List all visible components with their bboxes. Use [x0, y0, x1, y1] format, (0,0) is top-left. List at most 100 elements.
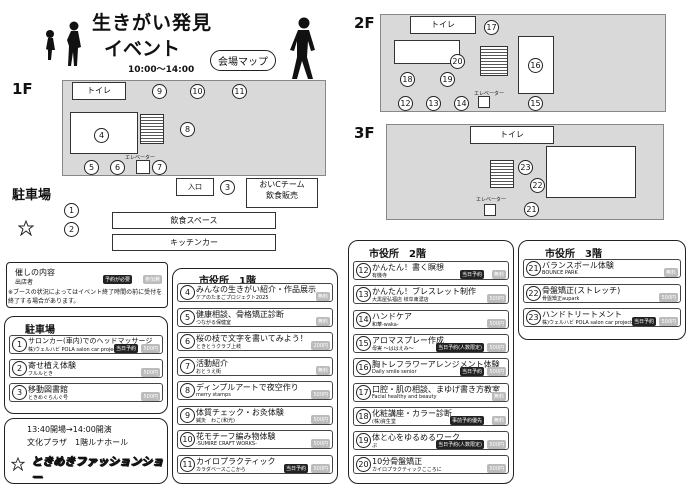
- fee-badge: 500円: [487, 342, 506, 352]
- fee-badge: 無料: [315, 365, 330, 375]
- reserve-badge: 当日予約: [631, 317, 656, 326]
- item-vendor: つながる保健室: [196, 319, 232, 326]
- booth-7: 7: [152, 160, 167, 175]
- item-title: 胸トレフラワーアレンジメント体験: [372, 360, 500, 370]
- item-title: 化粧講座・カラー診断: [372, 408, 452, 418]
- booth-11: 11: [232, 84, 247, 99]
- toilet-2f: トイレ: [410, 16, 476, 34]
- reserve-badge: 当日予約: [459, 270, 484, 279]
- city-hall-3f-title: 市役所 3階: [545, 249, 602, 260]
- item-vendor: 母実 〜ははえみ〜: [372, 345, 414, 352]
- item-vendor: 和華-waka-: [372, 321, 399, 328]
- elevator-label-3f: エレベーター: [476, 197, 507, 203]
- item-vendor: カラダベースここから: [196, 466, 246, 473]
- item-title: 花モチーフ編み物体験: [196, 432, 276, 441]
- fee-badge: 500円: [659, 292, 678, 302]
- item-vendor: おとうえ街: [196, 368, 222, 375]
- fashion-show-logo: ときめきファッションショー: [31, 455, 164, 485]
- item-number: 16: [356, 360, 371, 376]
- toilet-3f: トイレ: [470, 126, 554, 144]
- floor-label-2f: 2F: [354, 14, 375, 32]
- item-number: 21: [526, 261, 541, 276]
- fee-badge: 500円: [487, 440, 506, 450]
- reserve-badge: 当日予約: [283, 463, 308, 473]
- food-stall: おいCチーム 飲食販売: [246, 178, 318, 208]
- item-title: 桜の枝で文字を書いてみよう！: [196, 334, 308, 343]
- item-number: 13: [356, 287, 371, 303]
- item-title: ディンプルアートで夜空作り: [196, 383, 299, 392]
- item-title: 骨盤矯正(ストレッチ): [542, 285, 621, 295]
- booth-19: 19: [440, 72, 455, 87]
- fashion-time: 13:40開場→14:00開演: [27, 425, 112, 434]
- item-vendor: Daily smile senior: [372, 369, 417, 376]
- item-title: 活動紹介: [196, 358, 228, 368]
- city-hall-1f-title: 市役所 1階: [199, 276, 256, 287]
- item-title: ハンドケア: [372, 311, 412, 321]
- booth-21: 21: [524, 202, 539, 217]
- item-vendor: -SUMIRE CRAFT WORKS-: [196, 441, 257, 447]
- fee-badge: 500円: [311, 439, 330, 448]
- legend-fee-badge: 参加費: [143, 275, 163, 284]
- item-title: みんなの生きがい紹介・作品展示: [196, 285, 316, 294]
- elevator-label-1f: エレベーター: [125, 155, 156, 161]
- item-number: 20: [356, 457, 371, 473]
- booth-12: 12: [398, 96, 413, 111]
- parking-spot-2: 2: [64, 222, 79, 237]
- parking-panel: 駐車場 1 サロンカー(車内)でのヘッドマッサージ 株)ウェルハビ POLA s…: [4, 316, 168, 414]
- title-line-1: 生きがい発見: [92, 12, 213, 34]
- item-title: サロンカー(車内)でのヘッドマッサージ: [28, 337, 153, 345]
- parking-panel-title: 駐車場: [25, 325, 55, 336]
- booth-22: 22: [530, 178, 545, 193]
- fashion-venue: 文化プラザ 1階ルナホール: [27, 438, 129, 447]
- item-number: 8: [180, 383, 195, 398]
- item-title: バランスボール体験: [542, 261, 614, 270]
- booth-16: 16: [528, 58, 543, 73]
- item-title: 体質チェック・お灸体験: [196, 407, 284, 417]
- fee-badge: 無料: [491, 391, 506, 401]
- fee-badge: 無料: [663, 268, 678, 277]
- item-number: 2: [12, 361, 27, 376]
- fee-badge: 500円: [487, 464, 506, 474]
- elevator-1f: [136, 160, 150, 174]
- list-item: 3 移動図書館 ときめぐらんぐ号 500円: [9, 383, 163, 402]
- stairs-3f: [490, 160, 514, 188]
- fee-badge: 無料: [491, 270, 506, 279]
- map-label: 会場マップ: [210, 50, 276, 71]
- fee-badge: 500円: [487, 294, 506, 304]
- booth-10: 10: [190, 84, 205, 99]
- reserve-badge: 当日予約(人数限定): [436, 440, 484, 450]
- item-number: 19: [356, 433, 371, 449]
- fee-badge: 無料: [315, 292, 330, 301]
- stairs-1f: [140, 114, 164, 144]
- fee-badge: 500円: [487, 318, 506, 328]
- fee-badge: 500円: [311, 414, 330, 424]
- item-vendor: ぷ: [372, 443, 378, 450]
- item-number: 4: [180, 285, 195, 300]
- stairs-2f: [480, 46, 508, 76]
- fee-badge: 500円: [141, 344, 160, 353]
- item-title: ハンドトリートメント: [542, 310, 622, 319]
- city-hall-2f-title: 市役所 2階: [369, 249, 426, 260]
- title-line-2: イベント: [104, 38, 181, 60]
- item-vendor: 大黒屋弘福店 岐阜東濃店: [372, 297, 429, 304]
- legend-note: ※ブースの状況によってはイベント終了時間の前に受付を終了する場合があります。: [8, 289, 163, 305]
- legend-reserve-badge: 予約が必要: [103, 275, 133, 284]
- item-vendor: BOUNCE PARK: [542, 270, 578, 276]
- parking-spot-1: 1: [64, 203, 79, 218]
- item-vendor: merry stamps: [196, 392, 231, 398]
- item-title: アロマスプレー作成: [372, 335, 444, 345]
- item-title: 体と心をゆるめるワーク: [372, 433, 460, 443]
- food-stall-team: おいCチーム: [259, 180, 305, 189]
- fee-badge: 無料: [315, 316, 330, 326]
- walking-people-icon: [46, 21, 81, 66]
